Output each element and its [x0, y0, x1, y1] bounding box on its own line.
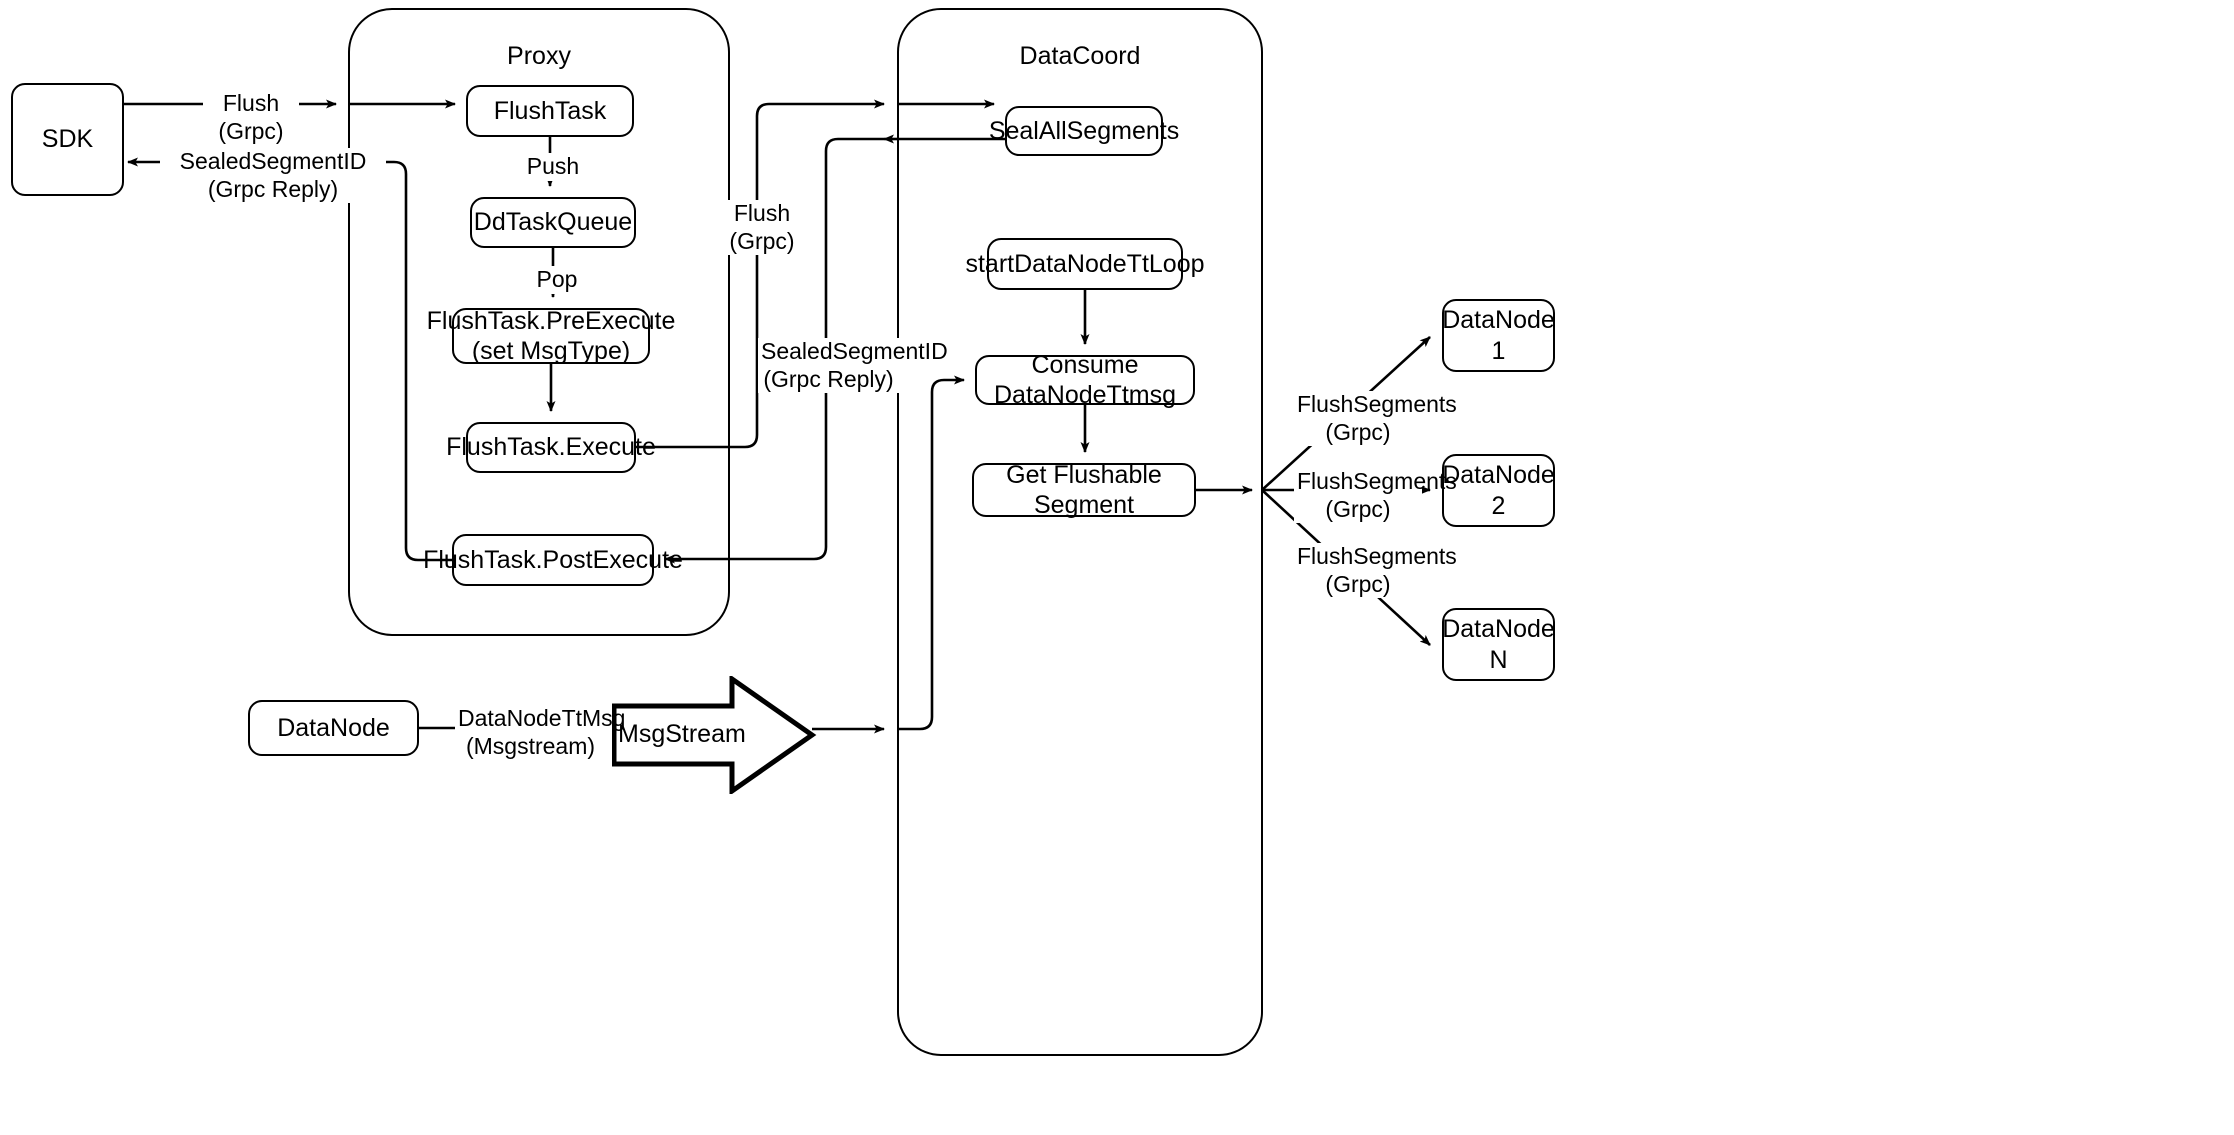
node-flushtask-postexecute[interactable]: FlushTask.PostExecute [423, 534, 683, 586]
node-msgstream[interactable]: MsgStream [611, 674, 817, 796]
edge-label-sealedsegmentid-sdk: SealedSegmentID (Grpc Reply) [160, 148, 386, 204]
container-datacoord [897, 8, 1263, 1056]
node-ddtaskqueue[interactable]: DdTaskQueue [470, 197, 636, 248]
msgstream-arrow-shape [611, 674, 817, 796]
node-startdatanodettloop[interactable]: startDataNodeTtLoop [965, 238, 1205, 290]
edge-label-flushsegments-1: FlushSegments (Grpc) [1294, 391, 1457, 447]
edge-label-sealedsegmentid-proxy: SealedSegmentID (Grpc Reply) [758, 338, 948, 394]
edge-label-flush-grpc-proxy: Flush (Grpc) [724, 200, 800, 256]
edge-label-push: Push [520, 153, 586, 181]
node-flushtask-preexecute[interactable]: FlushTask.PreExecute (set MsgType) [426, 306, 676, 366]
container-datacoord-title: DataCoord [1019, 42, 1141, 70]
node-datanode-n[interactable]: DataNode N [1442, 608, 1555, 681]
node-get-flushable-segment[interactable]: Get Flushable Segment [972, 461, 1196, 519]
container-proxy-title: Proxy [507, 42, 571, 70]
edge-label-flushsegments-2: FlushSegments (Grpc) [1294, 468, 1457, 524]
edge-label-pop: Pop [528, 266, 586, 294]
msgstream-label: MsgStream [618, 720, 746, 748]
node-sealallsegments[interactable]: SealAllSegments [989, 106, 1179, 156]
node-datanode-2[interactable]: DataNode 2 [1442, 454, 1555, 527]
edge-label-datanodettmsg: DataNodeTtMsg (Msgstream) [455, 705, 625, 761]
container-proxy [348, 8, 730, 636]
node-flushtask[interactable]: FlushTask [466, 85, 634, 137]
node-sdk[interactable]: SDK [11, 83, 124, 196]
node-datanode-1[interactable]: DataNode 1 [1442, 299, 1555, 372]
edge-label-flushsegments-n: FlushSegments (Grpc) [1294, 543, 1457, 599]
node-flushtask-execute[interactable]: FlushTask.Execute [446, 422, 656, 473]
node-datanode-source[interactable]: DataNode [248, 700, 419, 756]
edge-label-flush-grpc-sdk: Flush (Grpc) [203, 90, 299, 146]
node-consume-datanodettmsg[interactable]: Consume DataNodeTtmsg [975, 351, 1195, 409]
